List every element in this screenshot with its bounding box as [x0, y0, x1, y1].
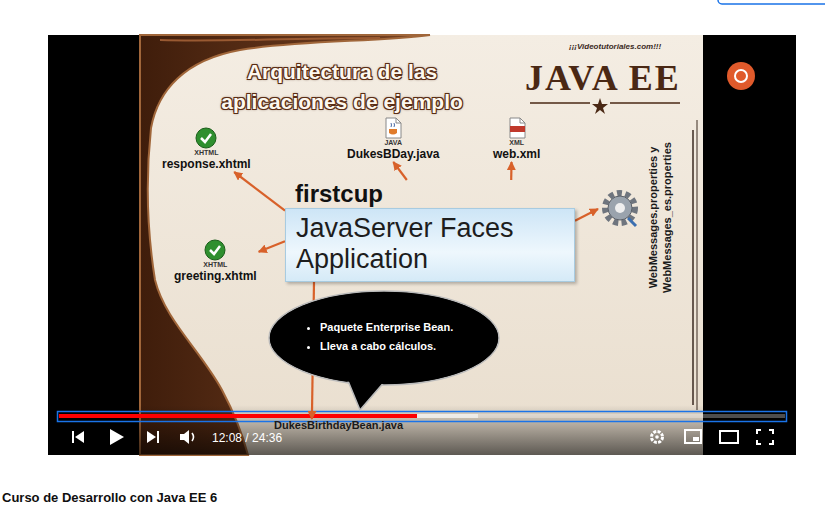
- callout-bubble: Paquete Enterprise Bean.Lleva a cabo cál…: [268, 290, 500, 386]
- icon-label: XHTML: [194, 149, 218, 157]
- miniplayer-icon: [685, 430, 701, 443]
- play-icon: [110, 429, 124, 445]
- arrow-connector: [259, 241, 285, 252]
- file-name: DukesBDay.java: [347, 147, 440, 161]
- frame-line: [697, 120, 698, 410]
- frame-line: [692, 130, 694, 405]
- arrow-connector: [393, 162, 407, 180]
- xml-icon: [506, 117, 528, 139]
- video-title: Curso de Desarrollo con Java EE 6: [2, 490, 217, 506]
- check-mark: [210, 246, 220, 254]
- bullet-list: Paquete Enterprise Bean.Lleva a cabo cál…: [306, 318, 453, 356]
- video-frame: [48, 35, 796, 455]
- bubble-fill: [270, 292, 498, 384]
- logo-star: [592, 98, 608, 114]
- file-name: greeting.xhtml: [174, 269, 257, 283]
- prev-icon: [72, 431, 74, 443]
- button-fragment: [718, 0, 825, 4]
- progress-track: [59, 414, 785, 418]
- bubble-shape: [268, 290, 500, 416]
- check-badge: [205, 240, 225, 260]
- focus-ring: [58, 412, 787, 422]
- bullet-text: Lleva a cabo cálculos.: [320, 337, 453, 356]
- fullscreen-icon: [757, 430, 773, 444]
- file-fold: [396, 118, 401, 123]
- file-item: XHTMLresponse.xhtml: [160, 126, 253, 172]
- bubble-outline: [269, 291, 499, 385]
- slide-title: Arquitectura de las aplicaciones de ejem…: [182, 57, 502, 117]
- progress-played: [59, 414, 417, 418]
- branch-line: [160, 38, 380, 41]
- file-item: JAVADukesBDay.java: [345, 116, 442, 162]
- application-box: firstcupJavaServer Faces Application: [285, 180, 575, 282]
- slide-ground: [140, 35, 703, 455]
- vertical-file-names: WebMessages.properties y WebMessages_es.…: [646, 125, 674, 310]
- logo-rule: [610, 102, 680, 104]
- miniplayer-icon: [693, 437, 699, 441]
- control-shade: [48, 405, 796, 455]
- watermark: ¡¡¡Videotutoriales.com!!!: [569, 42, 661, 52]
- file-item: XMLweb.xml: [491, 116, 542, 162]
- arrow-connector: [510, 162, 512, 180]
- volume-icon: [192, 433, 194, 441]
- icon-label: JAVA: [384, 139, 402, 147]
- wrench-mark: [628, 218, 636, 226]
- file-sheet: [386, 118, 401, 138]
- file-name: web.xml: [493, 147, 540, 161]
- settings-icon: [652, 432, 663, 443]
- theater-icon: [720, 431, 738, 443]
- cup-mark: [389, 129, 397, 135]
- steam-mark: [391, 123, 395, 127]
- gear-body: [608, 196, 632, 220]
- channel-logo-mark: [735, 70, 747, 82]
- check-badge: [196, 128, 216, 148]
- gear-icon: [600, 188, 640, 228]
- next-icon: [157, 431, 159, 443]
- next-icon: [147, 431, 156, 443]
- icon-label: XHTML: [203, 261, 227, 269]
- logo-text: JAVA EE: [525, 58, 681, 98]
- properties-files: WebMessages.properties y WebMessages_es.…: [598, 115, 690, 315]
- app-box-fill: JavaServer Faces Application: [285, 208, 575, 282]
- java-icon: [382, 117, 404, 139]
- arrow-connector: [575, 209, 598, 221]
- volume-icon: [180, 430, 189, 444]
- gear-hole: [615, 203, 625, 213]
- file-name: DukesBirthdayBean.java: [272, 419, 405, 432]
- time-display: 12:08 / 24:36: [212, 431, 282, 445]
- app-heading: firstcup: [295, 180, 575, 208]
- file-item: XHTMLgreeting.xhtml: [172, 238, 259, 284]
- arrow-connector: [234, 172, 285, 211]
- channel-logo: [727, 62, 755, 90]
- xhtml-icon: [204, 239, 226, 261]
- icon-label: XML: [509, 139, 524, 147]
- logo-rule: [530, 102, 590, 104]
- file-fold: [520, 118, 525, 123]
- xhtml-icon: [195, 127, 217, 149]
- app-name: JavaServer Faces Application: [296, 213, 564, 275]
- file-sheet: [510, 118, 525, 138]
- check-mark: [201, 134, 211, 142]
- bullet-text: Paquete Enterprise Bean.: [320, 318, 453, 337]
- settings-icon: [655, 435, 659, 439]
- progress-buffer: [59, 414, 478, 418]
- file-name: response.xhtml: [162, 157, 251, 171]
- file-item: DukesBirthdayBean.java: [272, 419, 405, 432]
- xml-band: [510, 126, 525, 132]
- prev-icon: [75, 431, 84, 443]
